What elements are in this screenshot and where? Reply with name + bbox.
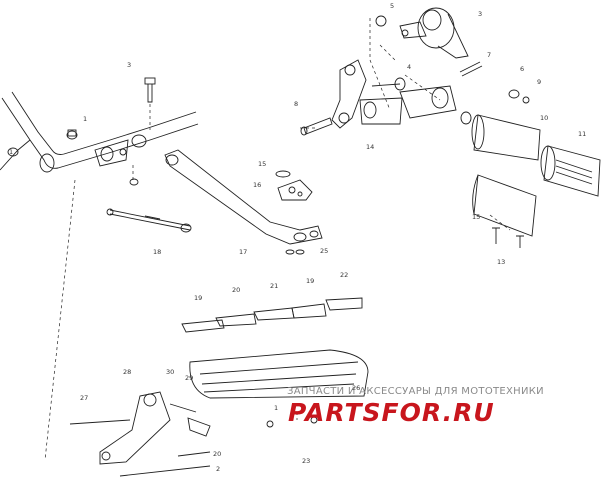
callout-15-right: 15	[472, 213, 480, 221]
footpeg-bracket	[300, 59, 472, 136]
frame-tube	[0, 91, 199, 186]
callout-26: 26	[352, 384, 360, 392]
callout-19-left: 19	[194, 294, 202, 302]
callout-19: 19	[306, 277, 314, 285]
callout-10: 10	[540, 114, 548, 122]
callout-17: 17	[239, 248, 247, 256]
callout-27: 27	[80, 394, 88, 402]
callout-18: 18	[153, 248, 161, 256]
callout-11: 11	[578, 130, 586, 138]
footpeg-rubber	[472, 174, 537, 237]
callout-23: 23	[302, 457, 310, 465]
bolt-upper	[144, 77, 156, 103]
callout-3-upper: 3	[127, 61, 131, 69]
shift-linkage-rod	[164, 149, 323, 245]
callout-13: 13	[497, 258, 505, 266]
floorboard-bracket	[99, 391, 211, 465]
lower-bolts	[119, 416, 318, 477]
pin	[69, 419, 131, 425]
watermark-tagline: ЗАПЧАСТИ И АКСЕССУАРЫ ДЛЯ МОТОТЕХНИКИ	[287, 386, 544, 397]
callout-5: 5	[390, 2, 394, 10]
callout-30: 30	[166, 368, 174, 376]
callout-numbers: 1 1 3 5 3 7 4 6 9 8 10 11 14 15 16 15 18…	[9, 2, 586, 473]
callout-29: 29	[185, 374, 193, 382]
callout-28: 28	[123, 368, 131, 376]
callout-8: 8	[294, 100, 298, 108]
pivot-clamp	[275, 170, 313, 201]
callout-25: 25	[320, 247, 328, 255]
callout-20: 20	[232, 286, 240, 294]
callout-1-lower: 1	[274, 404, 278, 412]
callout-3: 3	[478, 10, 482, 18]
leader-lines	[44, 18, 511, 461]
passenger-footpeg	[471, 89, 601, 197]
callout-4: 4	[407, 63, 411, 71]
callout-2: 2	[216, 465, 220, 473]
screws	[492, 227, 524, 248]
callout-1: 1	[83, 115, 87, 123]
floorboard-pads	[181, 297, 363, 333]
callout-9: 9	[537, 78, 541, 86]
callout-22: 22	[340, 271, 348, 279]
callout-16: 16	[253, 181, 261, 189]
horn	[375, 7, 483, 77]
callout-15: 15	[258, 160, 266, 168]
callout-7: 7	[487, 51, 491, 59]
callout-6: 6	[520, 65, 524, 73]
watermark-logo: PARTSFOR.RU	[288, 398, 495, 427]
callout-1-left: 1	[9, 148, 13, 156]
callout-20-lower: 20	[213, 450, 221, 458]
callout-21: 21	[270, 282, 278, 290]
floorboard	[189, 349, 369, 399]
adjuster-rod	[106, 208, 192, 233]
callout-14: 14	[366, 143, 374, 151]
